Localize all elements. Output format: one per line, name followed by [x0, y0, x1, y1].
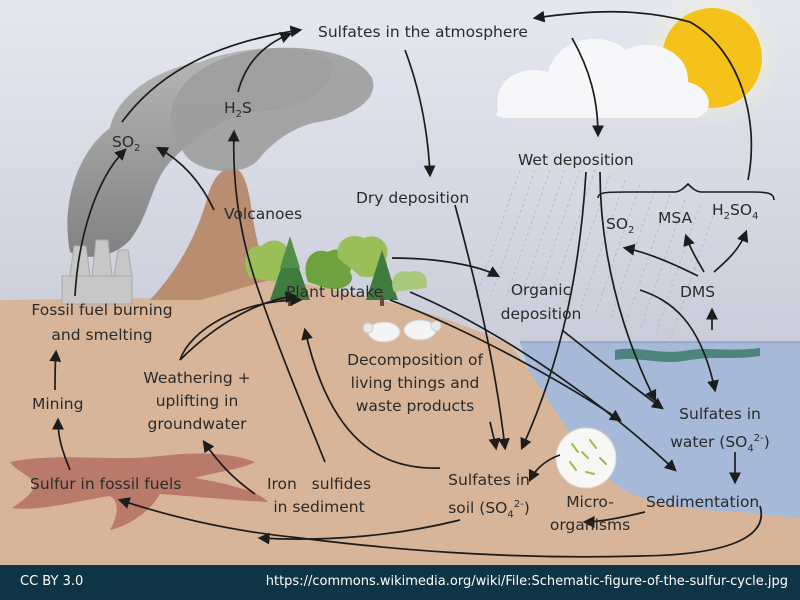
sheep — [362, 319, 442, 343]
smoke-plume-volcano — [171, 47, 374, 172]
label-iron-sulfides-line1: Iron sulfides — [266, 475, 372, 493]
label-organic-deposition-line1: Organic — [510, 281, 572, 299]
label-fossil-fuel-burning: Fossil fuel burning and smelting — [14, 300, 190, 346]
label-so2-right-sub: 2 — [628, 225, 635, 237]
label-iron-sulfides: Iron sulfides in sediment — [254, 474, 384, 518]
label-decomposition: Decomposition of living things and waste… — [330, 350, 500, 417]
label-msa: MSA — [658, 209, 693, 227]
label-weathering: Weathering + uplifting in groundwater — [132, 368, 262, 435]
emission-bracket — [597, 182, 775, 201]
label-h2so4-b: SO — [730, 201, 753, 219]
label-weathering-line2: uplifting in — [155, 392, 239, 410]
label-sulfates-water-a: water (SO — [670, 433, 748, 452]
algae — [615, 348, 760, 362]
label-dms: DMS — [680, 283, 716, 301]
label-h2so4-sub2: 4 — [752, 211, 759, 223]
label-h2so4: H2SO4 — [712, 200, 758, 227]
label-sulfates-water-b: ) — [763, 433, 770, 452]
label-mining: Mining — [32, 395, 84, 413]
label-wet-deposition: Wet deposition — [518, 151, 634, 169]
label-weathering-line3: groundwater — [147, 415, 247, 433]
cloud — [496, 38, 709, 118]
label-sulfur-fossil-fuels: Sulfur in fossil fuels — [30, 475, 182, 493]
label-sulfates-water: Sulfates in water (SO42-) — [650, 404, 790, 459]
label-microorganisms: Micro- organisms — [540, 492, 640, 536]
sulfur-cycle-diagram — [0, 0, 800, 565]
label-sulfates-water-sub: 4 — [747, 443, 754, 455]
label-h2s-b: S — [242, 99, 252, 117]
label-dry-deposition: Dry deposition — [356, 189, 470, 207]
label-h2s: H2S — [224, 98, 252, 125]
label-h2so4-sub1: 2 — [723, 211, 731, 223]
label-sedimentation: Sedimentation — [646, 493, 760, 511]
license-label: CC BY 3.0 — [20, 574, 84, 589]
label-micro-line1: Micro- — [566, 493, 614, 511]
label-sulfates-soil-line1: Sulfates in — [448, 471, 530, 489]
label-fossil-burning-line1: Fossil fuel burning — [31, 301, 173, 319]
label-sulfates-atmosphere: Sulfates in the atmosphere — [318, 23, 528, 41]
label-sulfates-soil-b: ) — [523, 499, 530, 518]
label-sulfates-water-sup: 2- — [753, 433, 764, 444]
label-volcanoes: Volcanoes — [224, 205, 303, 223]
label-h2s-a: H — [224, 99, 236, 117]
label-decomposition-line1: Decomposition of — [347, 351, 483, 369]
label-fossil-burning-line2: and smelting — [51, 326, 153, 344]
label-sulfates-soil-sup: 2- — [513, 499, 524, 510]
label-so2-right-main: SO — [606, 215, 629, 233]
source-url[interactable]: https://commons.wikimedia.org/wiki/File:… — [265, 574, 788, 589]
label-organic-deposition: Organic deposition — [486, 280, 596, 325]
attribution-footer: CC BY 3.0 https://commons.wikimedia.org/… — [0, 565, 800, 600]
fossil-fuel-deposit — [10, 453, 268, 530]
label-so2-left-main: SO — [112, 133, 135, 151]
label-iron-sulfides-line2: in sediment — [273, 498, 365, 516]
label-sulfates-soil-sub: 4 — [507, 509, 514, 521]
factory — [61, 239, 133, 305]
label-sulfates-soil-line2: soil (SO42-) — [424, 494, 554, 525]
volcano — [150, 168, 270, 300]
microorganism-circle — [555, 427, 617, 489]
arrows — [49, 10, 763, 558]
label-so2-right: SO2 — [606, 214, 634, 241]
label-decomposition-line2: living things and — [350, 374, 480, 392]
label-sulfates-soil-a: soil (SO — [448, 499, 508, 518]
label-h2so4-a: H — [712, 201, 724, 219]
label-h2s-sub: 2 — [235, 109, 243, 121]
label-micro-line2: organisms — [549, 516, 631, 534]
label-weathering-line1: Weathering + — [143, 369, 251, 387]
label-sulfates-water-line1: Sulfates in — [679, 405, 761, 423]
label-so2-left-sub: 2 — [134, 143, 141, 155]
label-sulfates-soil: Sulfates in soil (SO42-) — [424, 470, 554, 525]
label-sulfates-water-line2: water (SO42-) — [650, 428, 790, 459]
label-so2-left: SO2 — [112, 132, 140, 159]
label-decomposition-line3: waste products — [355, 397, 475, 415]
label-organic-deposition-line2: deposition — [500, 305, 582, 323]
label-plant-uptake: Plant uptake — [286, 283, 384, 301]
